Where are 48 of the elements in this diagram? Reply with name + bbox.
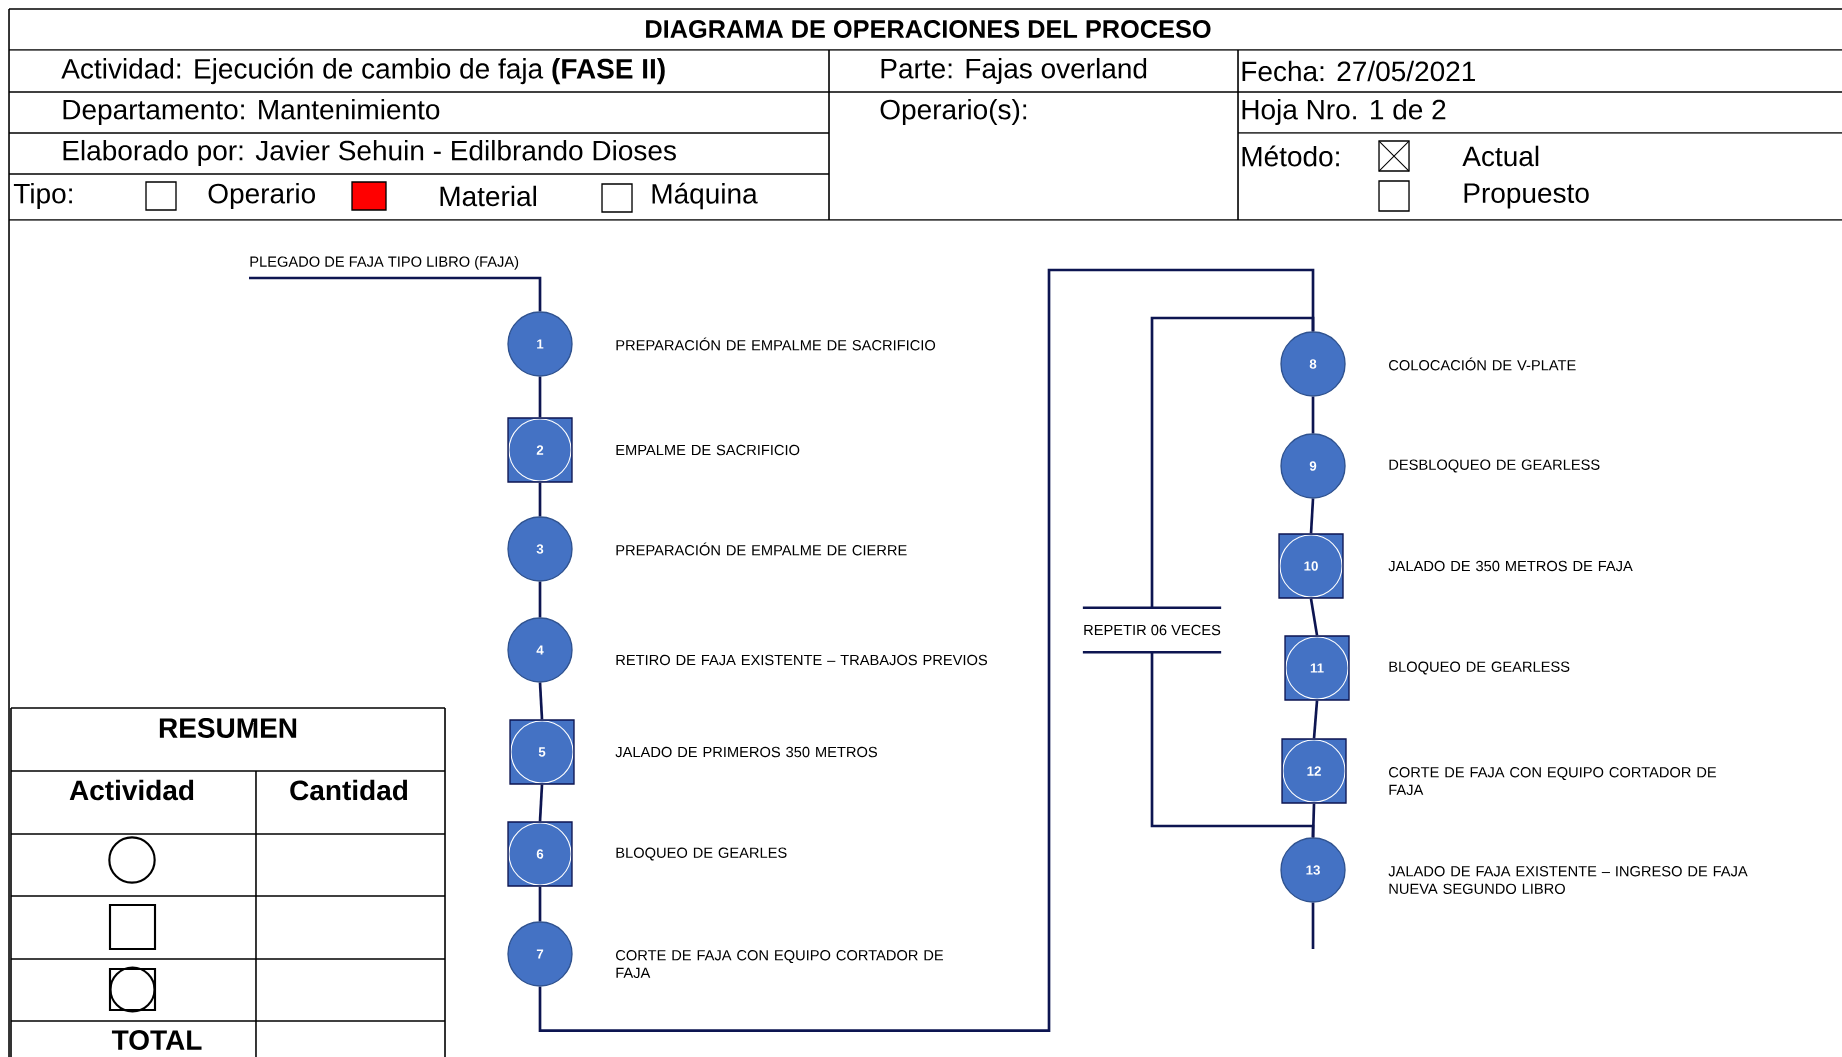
step-description: EMPALME DE SACRIFICIO [616, 444, 800, 456]
step-description: PREPARACIÓN DE EMPALME DE SACRIFICIO [616, 337, 936, 351]
connector-line [1311, 396, 1315, 434]
title: DIAGRAMA DE OPERACIONES DEL PROCESO [646, 20, 1211, 38]
table-heading: RESUMEN [159, 718, 297, 738]
connector-line [1309, 598, 1319, 636]
step-description: JALADO DE PRIMEROS 350 METROS [615, 746, 877, 758]
connector-line [1150, 316, 1315, 608]
step-description: CORTE DE FAJA CON EQUIPO CORTADOR DE FAJA [616, 950, 944, 978]
header-text: Actividad: Ejecución de cambio de faja (FASE II) [61, 57, 665, 85]
header-text: Parte: Fajas overland [881, 57, 1147, 85]
connector-line [538, 784, 544, 822]
header-text: Elaborado por: Javier Sehuin - Edilbrando Dioses [63, 139, 676, 167]
step-description: PREPARACIÓN DE EMPALME DE CIERRE [616, 542, 907, 556]
row-header: TOTAL [111, 1030, 202, 1050]
connector-line [538, 376, 542, 418]
connector-line [1311, 902, 1315, 949]
connector-line [1309, 498, 1315, 534]
option-label: Material [440, 185, 536, 207]
header-text: Tipo: [13, 182, 72, 210]
header-text: Hoja Nro. 1 de 2 [1242, 98, 1446, 126]
connector-line [249, 276, 542, 312]
column-header: Actividad [69, 779, 194, 801]
column-header: Cantidad [290, 779, 408, 801]
start-label: PLEGADO DE FAJA TIPO LIBRO (FAJA) [250, 256, 519, 270]
connector-line [538, 581, 542, 618]
option-label: Operario [208, 182, 315, 210]
header-text: Fecha: 27/05/2021 [1242, 60, 1475, 82]
step-description: CORTE DE FAJA CON EQUIPO CORTADOR DE FAJA [1389, 767, 1717, 795]
option-label: Actual [1462, 145, 1539, 167]
step-description: COLOCACIÓN DE V-PLATE [1389, 357, 1576, 371]
option-label: Propuesto [1464, 183, 1589, 209]
connector-line [538, 682, 544, 720]
connector-line [538, 886, 542, 922]
connector-line [1312, 700, 1319, 739]
step-description: BLOQUEO DE GEARLESS [1389, 661, 1570, 675]
step-description: JALADO DE 350 METROS DE FAJA [1388, 560, 1633, 572]
connector-line [538, 482, 542, 517]
header-text: Método: [1242, 145, 1339, 167]
step-description: JALADO DE FAJA EXISTENTE – INGRESO DE FAJA NUEVA SEGUNDO LIBRO [1388, 866, 1748, 894]
header-text: Departamento: Mantenimiento [63, 98, 440, 126]
step-description: RETIRO DE FAJA EXISTENTE – TRABAJOS PREVIOS [616, 654, 988, 666]
option-label: Máquina [652, 182, 758, 210]
step-description: DESBLOQUEO DE GEARLESS [1389, 459, 1600, 473]
connector-line [1150, 652, 1315, 838]
connector-line [538, 268, 1315, 1032]
step-description: BLOQUEO DE GEARLES [616, 847, 787, 861]
header-text: Operario(s): [880, 98, 1027, 126]
